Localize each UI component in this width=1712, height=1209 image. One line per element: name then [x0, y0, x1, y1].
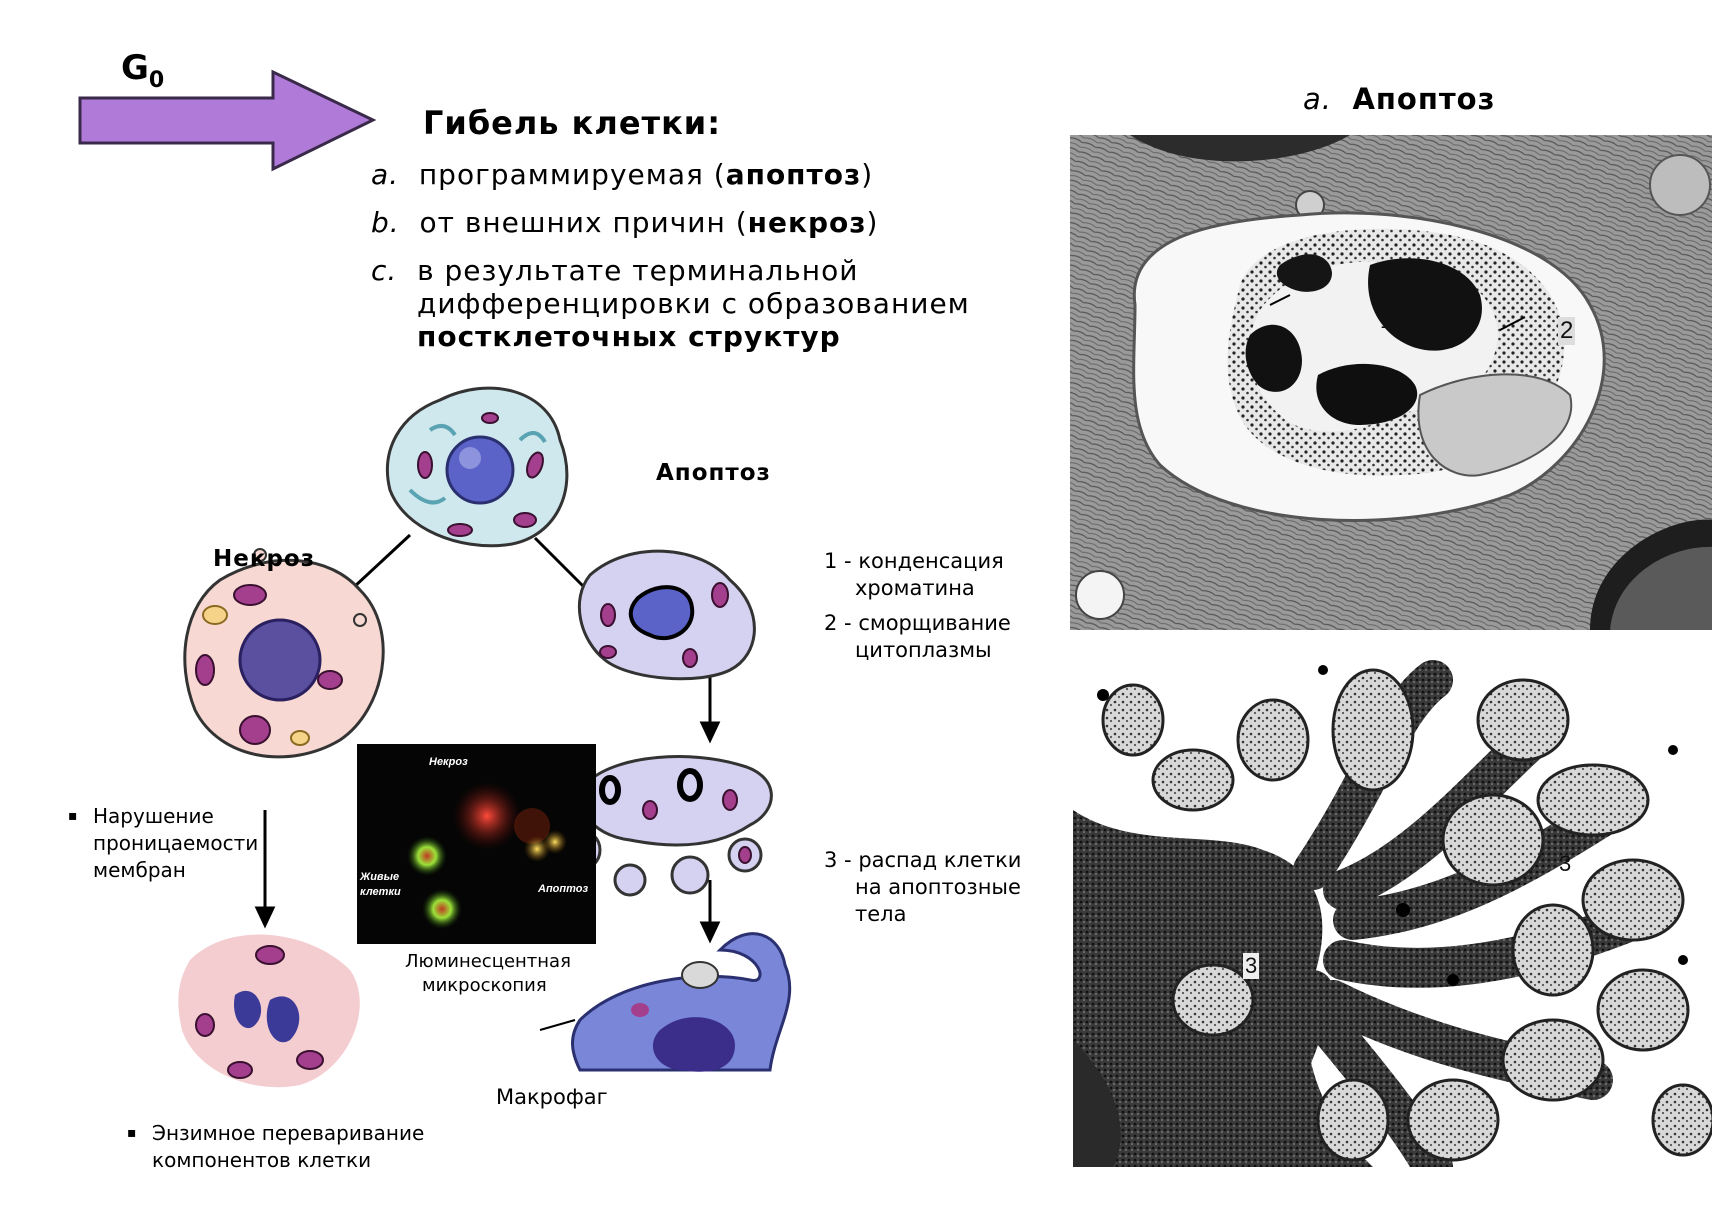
heading: Гибель клетки:: [423, 104, 722, 142]
g0-arrow: [78, 69, 377, 172]
necrotic-cell: [183, 548, 385, 759]
fluor-label-apoptosis: Апоптоз: [538, 883, 589, 895]
macrophage: [571, 932, 792, 1072]
em-label-3b: 3: [1243, 953, 1260, 979]
lysed-cell: [178, 934, 360, 1088]
em-label-1: 1: [1380, 308, 1393, 333]
right-title: a. Апоптоз: [1303, 82, 1496, 116]
em-image-apoptotic-bodies: 3 3: [1073, 660, 1712, 1167]
em-label-3a: 3: [1559, 851, 1572, 876]
apoptotic-cell: [577, 549, 756, 681]
cell-death-diagram: [178, 386, 792, 1088]
g0-label: G0: [121, 48, 165, 93]
list-item-c: c. в результате терминальной дифференцир…: [371, 254, 970, 353]
apoptosis-title: Апоптоз: [656, 460, 771, 486]
macrophage-label: Макрофаг: [496, 1085, 608, 1109]
list-item-b: b. от внешних причин (некроз): [371, 206, 879, 239]
fluor-label-necrosis: Некроз: [429, 756, 468, 768]
em-label-2: 2: [1558, 317, 1576, 345]
list-item-a: a. программируемая (апоптоз): [371, 158, 874, 191]
necrosis-title: Некроз: [213, 546, 316, 572]
em-image-apoptotic-cell: 1 2: [1070, 135, 1712, 630]
normal-cell: [385, 386, 569, 548]
